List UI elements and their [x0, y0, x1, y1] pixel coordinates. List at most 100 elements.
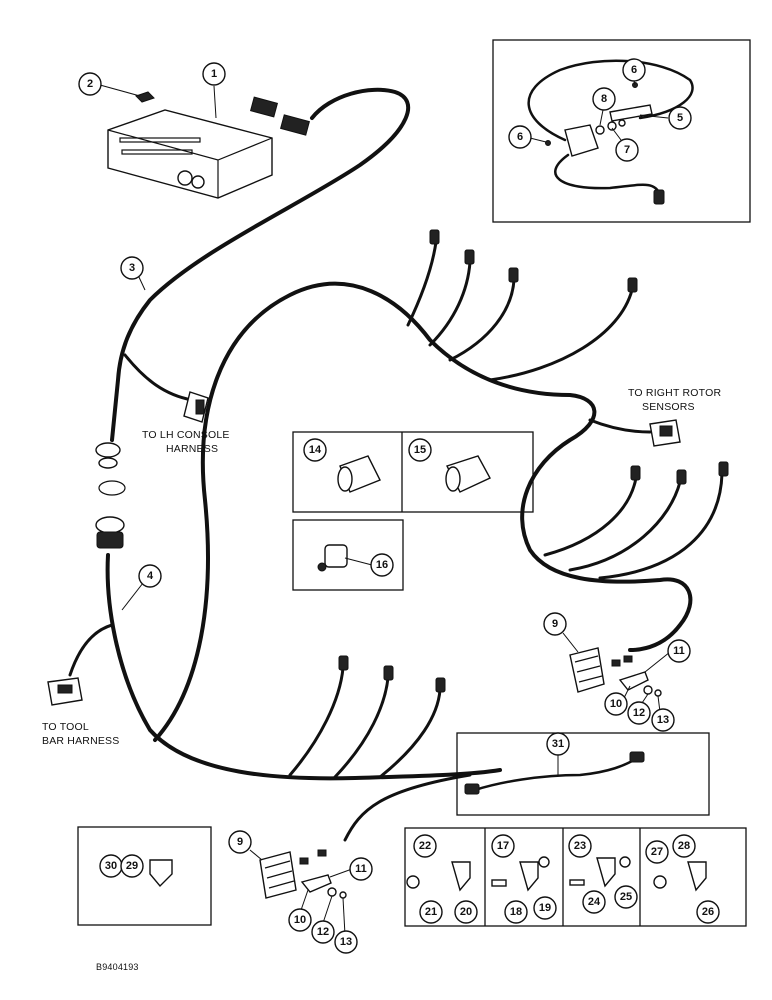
callout-1: 1: [202, 62, 226, 86]
svg-text:12: 12: [633, 707, 645, 719]
svg-text:28: 28: [678, 840, 690, 852]
inset-part-14-15: [292, 431, 534, 513]
callout-8: 8: [592, 87, 616, 111]
right-rotor-label-line1: TO RIGHT ROTOR: [628, 387, 721, 399]
callout-5: 5: [668, 106, 692, 130]
svg-text:27: 27: [651, 846, 663, 858]
svg-text:29: 29: [126, 860, 138, 872]
svg-text:30: 30: [105, 860, 117, 872]
sensor-assembly-right: [569, 647, 662, 697]
callout-12-right: 12: [627, 701, 651, 725]
svg-text:18: 18: [510, 906, 522, 918]
callout-10-right: 10: [604, 692, 628, 716]
bulkhead-connector-parts: [95, 442, 126, 549]
callout-6-left: 6: [508, 125, 532, 149]
svg-text:12: 12: [317, 926, 329, 938]
svg-text:26: 26: [702, 906, 714, 918]
tool-bar-label-line1: TO TOOL: [42, 721, 89, 733]
inset-hardware-group: [404, 827, 747, 927]
callout-3: 3: [120, 256, 144, 280]
controller-module: [107, 96, 310, 199]
main-harness: [68, 87, 724, 842]
leader-lines: [99, 79, 671, 936]
svg-text:13: 13: [657, 714, 669, 726]
callout-25: 25: [614, 885, 638, 909]
callout-29: 29: [120, 854, 144, 878]
callout-11-right: 11: [667, 639, 691, 663]
figure-id: B9404193: [96, 962, 139, 972]
pigtail-connectors: [338, 229, 729, 693]
svg-text:6: 6: [517, 131, 523, 143]
callout-15: 15: [408, 438, 432, 462]
callout-26: 26: [696, 900, 720, 924]
callout-27: 27: [645, 840, 669, 864]
svg-text:31: 31: [552, 738, 564, 750]
tool-bar-connector: [47, 677, 83, 706]
sensor-assembly-left: [259, 849, 347, 899]
svg-text:1: 1: [211, 68, 217, 80]
svg-text:5: 5: [677, 112, 683, 124]
callout-19: 19: [533, 896, 557, 920]
svg-text:3: 3: [129, 262, 135, 274]
callout-4: 4: [138, 564, 162, 588]
callout-18: 18: [504, 900, 528, 924]
svg-text:4: 4: [147, 570, 154, 582]
svg-text:16: 16: [376, 559, 388, 571]
svg-text:14: 14: [309, 444, 322, 456]
lh-console-label-line2: HARNESS: [166, 443, 218, 455]
callout-13-left: 13: [334, 930, 358, 954]
inset-part-16: [292, 519, 404, 591]
callout-12-left: 12: [311, 920, 335, 944]
right-rotor-label-line2: SENSORS: [642, 401, 695, 413]
callout-31: 31: [546, 732, 570, 756]
callout-13-right: 13: [651, 708, 675, 732]
callout-21: 21: [419, 900, 443, 924]
svg-text:24: 24: [588, 896, 601, 908]
svg-text:20: 20: [460, 906, 472, 918]
callout-28: 28: [672, 834, 696, 858]
svg-text:15: 15: [414, 444, 426, 456]
callout-2: 2: [78, 72, 102, 96]
svg-text:25: 25: [620, 891, 632, 903]
svg-text:2: 2: [87, 78, 93, 90]
svg-text:11: 11: [673, 645, 685, 657]
callout-24: 24: [582, 890, 606, 914]
inset-part-31: [456, 732, 710, 816]
lh-console-label-line1: TO LH CONSOLE: [142, 429, 230, 441]
callout-22: 22: [413, 834, 437, 858]
svg-text:11: 11: [355, 863, 367, 875]
callout-17: 17: [491, 834, 515, 858]
tool-bar-label-line2: BAR HARNESS: [42, 735, 119, 747]
right-rotor-connector: [649, 419, 681, 447]
callout-14: 14: [303, 438, 327, 462]
svg-text:10: 10: [294, 914, 306, 926]
callout-9-left: 9: [228, 830, 252, 854]
callout-11-left: 11: [349, 857, 373, 881]
svg-text:19: 19: [539, 902, 551, 914]
callout-9-right: 9: [543, 612, 567, 636]
svg-text:9: 9: [552, 618, 558, 630]
svg-text:8: 8: [601, 93, 607, 105]
clip-part-2: [135, 91, 155, 103]
callout-23: 23: [568, 834, 592, 858]
svg-text:10: 10: [610, 698, 622, 710]
harness-labels: TO LH CONSOLE HARNESS TO RIGHT ROTOR SEN…: [42, 387, 721, 972]
svg-text:6: 6: [631, 64, 637, 76]
svg-text:23: 23: [574, 840, 586, 852]
svg-text:7: 7: [624, 144, 630, 156]
svg-text:17: 17: [497, 840, 509, 852]
callout-20: 20: [454, 900, 478, 924]
callout-10-left: 10: [288, 908, 312, 932]
svg-text:13: 13: [340, 936, 352, 948]
svg-text:21: 21: [425, 906, 437, 918]
svg-text:22: 22: [419, 840, 431, 852]
lh-console-connector: [183, 391, 209, 423]
callout-30: 30: [99, 854, 123, 878]
sensor-bracket-inset: [492, 39, 751, 223]
callout-16: 16: [370, 553, 394, 577]
inset-part-29-30: [77, 826, 212, 926]
callout-7: 7: [615, 138, 639, 162]
svg-text:9: 9: [237, 836, 243, 848]
callout-6-top: 6: [622, 58, 646, 82]
